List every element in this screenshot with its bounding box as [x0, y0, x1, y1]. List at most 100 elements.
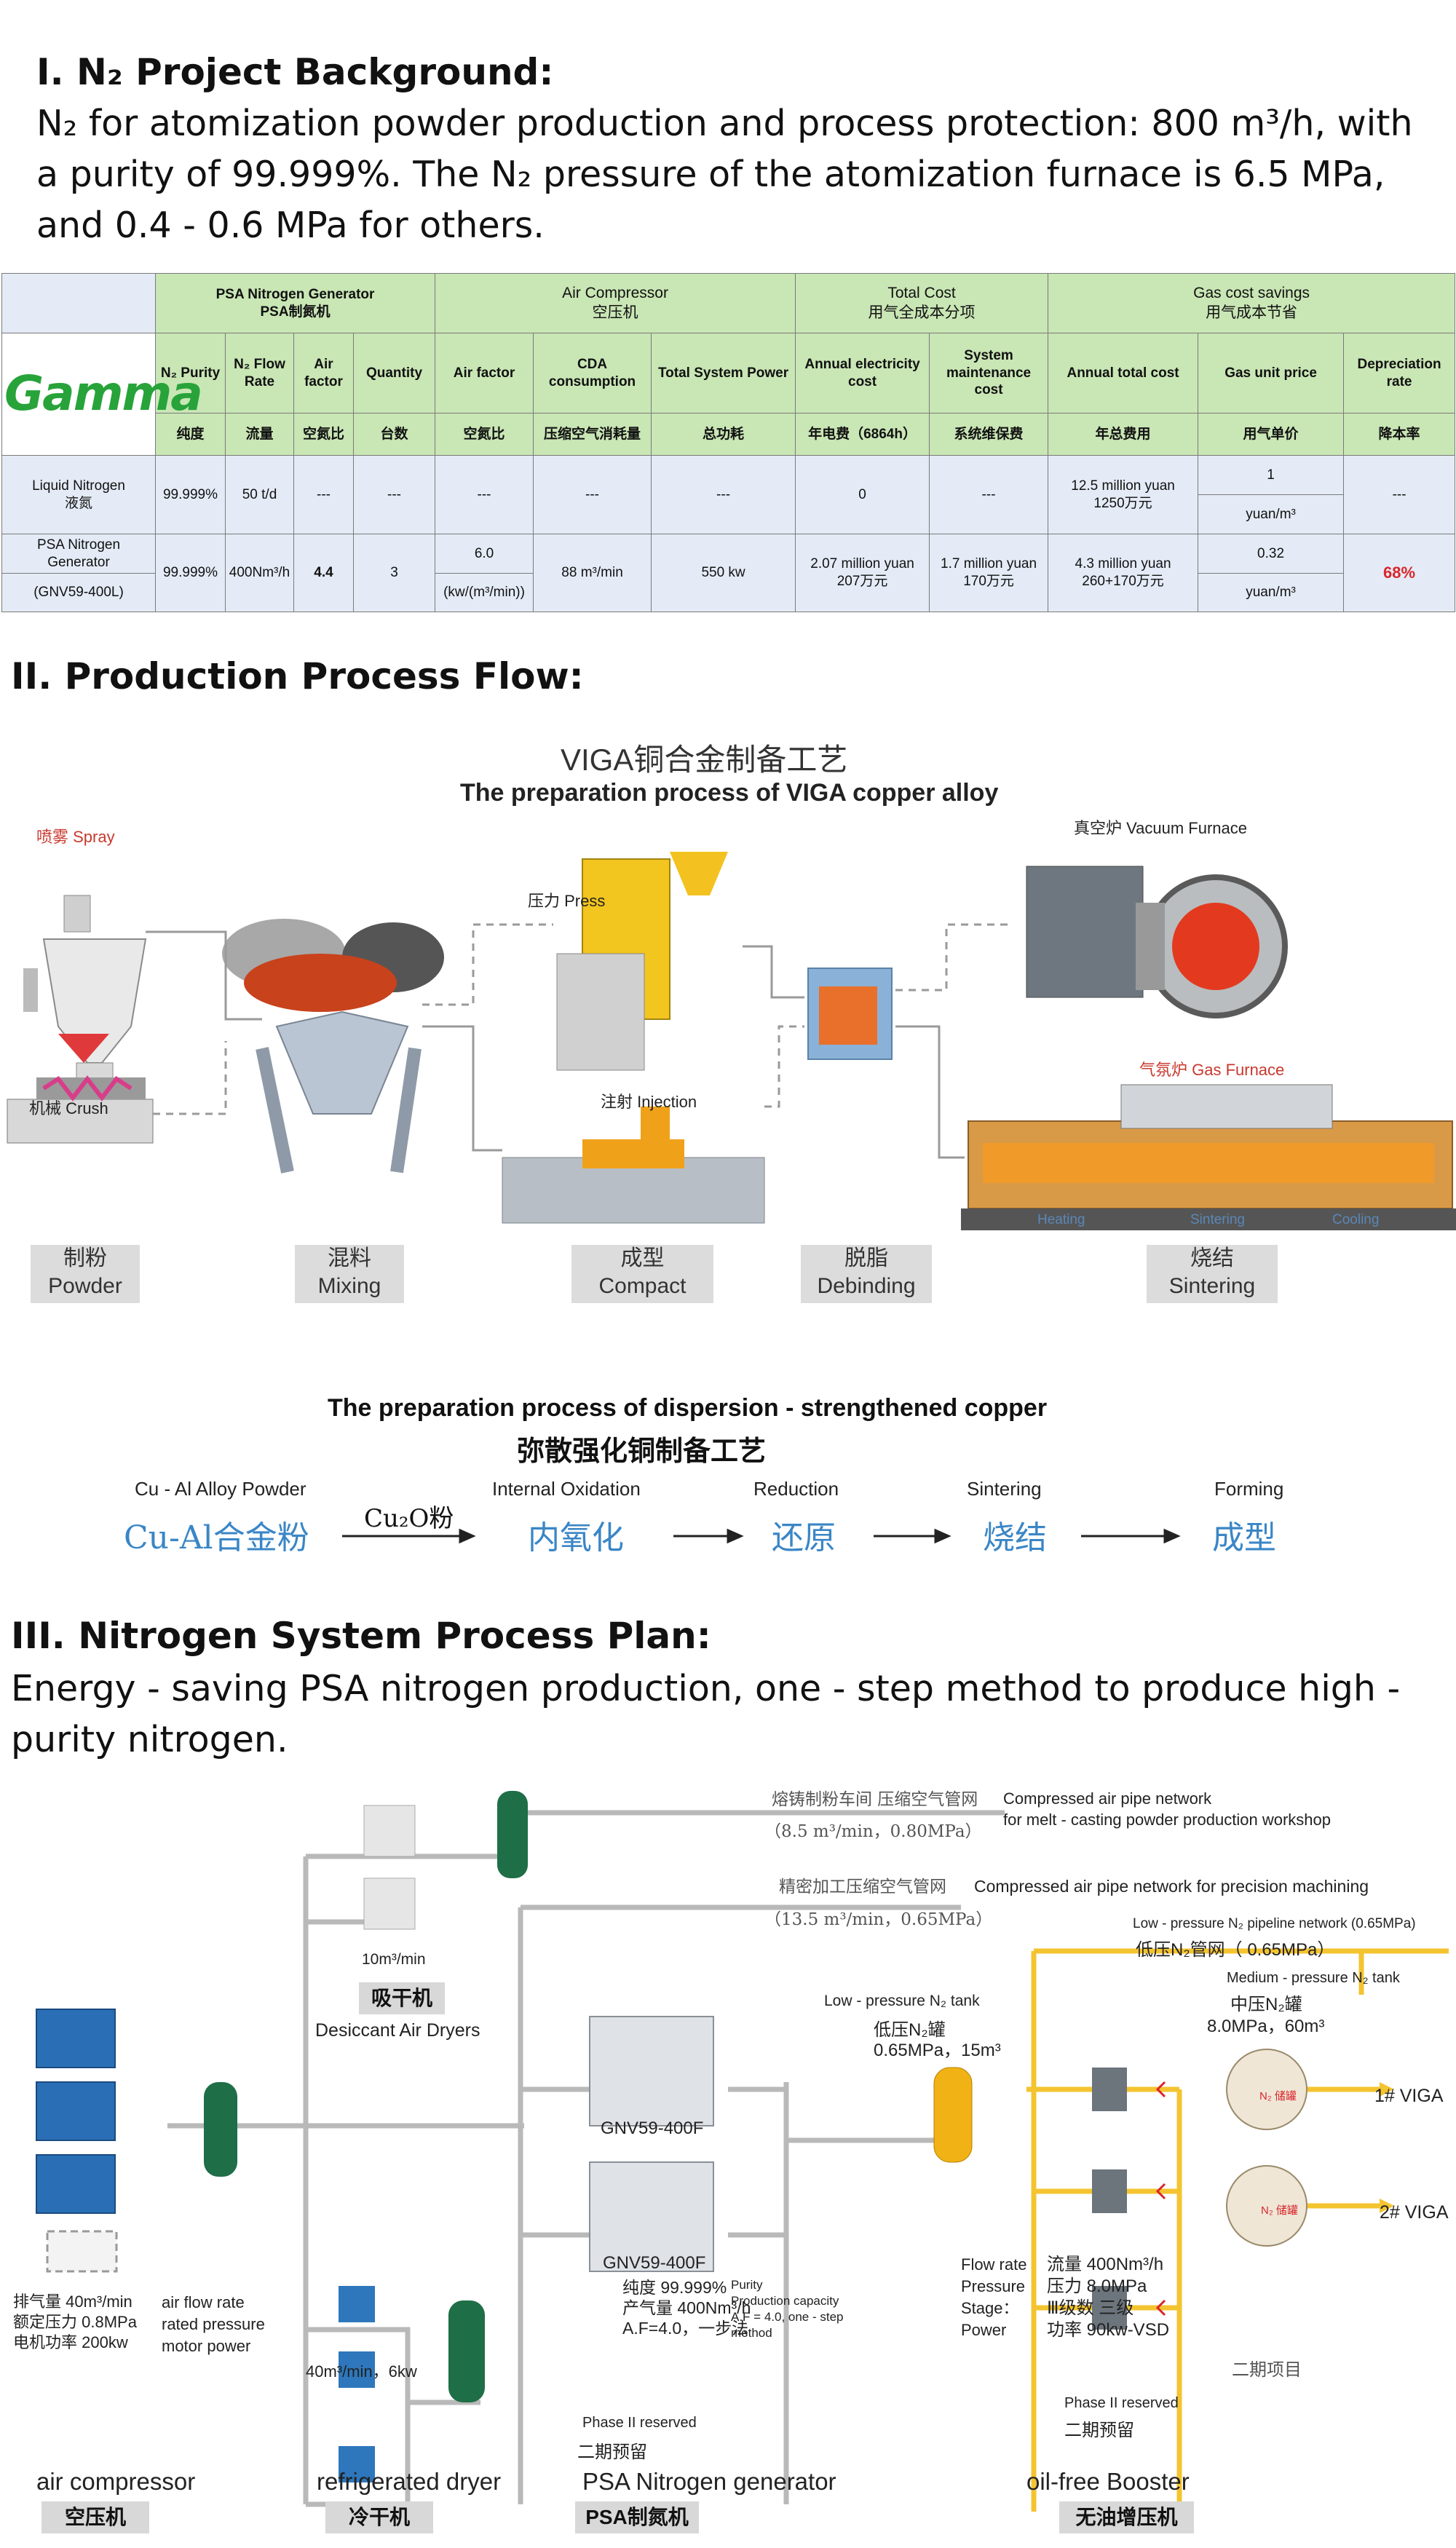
section1-title: I. N₂ Project Background: [36, 51, 554, 93]
flow-arrows [146, 923, 1012, 1159]
gamma-logo: Gamma [1, 333, 203, 456]
mp-tank-en: Medium - pressure N₂ tank [1227, 1970, 1400, 1986]
cell: --- [352, 455, 436, 534]
step-cn: Cu-Al合金粉 [124, 1519, 309, 1556]
injection-label: 注射 Injection [601, 1093, 697, 1111]
cell: 550 kw [651, 534, 796, 612]
tag-psa-cn: PSA制氮机 [575, 2501, 699, 2533]
header-cn: 台数 [352, 413, 436, 456]
cell: --- [1343, 455, 1456, 534]
row-psa-generator: PSA Nitrogen Generator [1, 534, 156, 574]
header-cn: 流量 [225, 413, 294, 456]
dryer-flow: 10m³/min [362, 1951, 426, 1968]
refrigerated-dryer-flow: 40m³/min，6kw [306, 2362, 417, 2381]
cell: --- [929, 455, 1049, 534]
low-pressure-n2-tank [933, 2067, 973, 2163]
cell: --- [435, 455, 534, 534]
generator-model-1: GNV59-400F [601, 2118, 704, 2138]
step-cn: 内氧化 [528, 1519, 624, 1556]
cell: 4.4 [293, 534, 354, 612]
crush-machine-image [7, 1034, 154, 1144]
vacuum-furnace-label: 真空炉 Vacuum Furnace [1074, 819, 1248, 837]
cell: 1 [1198, 455, 1345, 495]
refrigerated-dryer [339, 2351, 375, 2388]
cell: yuan/m³ [1198, 573, 1345, 612]
header-en: Annual total cost [1048, 333, 1199, 414]
psa-generator-unit [589, 2016, 714, 2126]
gas-furnace-label: 气氛炉 Gas Furnace [1139, 1061, 1285, 1079]
header-cn: 系统维保费 [929, 413, 1049, 456]
dryer-cn-tag: 吸干机 [359, 1982, 445, 2014]
pipe1-cn: 熔铸制粉车间 压缩空气管网 [772, 1790, 978, 1809]
sphere-tank-label: N₂ 储罐 [1259, 2090, 1297, 2102]
cell: 99.999% [155, 534, 226, 612]
mp-tank-spec: 8.0MPa，60m³ [1207, 2017, 1325, 2036]
header-en: Quantity [352, 333, 436, 414]
phase2b-en: Phase II reserved [1064, 2395, 1179, 2411]
psa-generator-unit [589, 2161, 714, 2272]
cell: 0 [795, 455, 930, 534]
step-en: Cu - Al Alloy Powder [135, 1478, 306, 1500]
medium-pressure-sphere-tank [1226, 2049, 1307, 2130]
arrow-label: Cu₂O粉 [364, 1504, 454, 1533]
vacuum-furnace-image [1026, 866, 1288, 1018]
header-cn: 降本率 [1343, 413, 1456, 456]
bottom-label-compressor: air compressor [36, 2468, 196, 2495]
cell: (GNV59-400L) [1, 573, 156, 612]
mp-tank-cn: 中压N₂罐 [1230, 1995, 1302, 2014]
viga2-label: 2# VIGA [1380, 2202, 1449, 2223]
dryer-en: Desiccant Air Dryers [315, 2020, 480, 2041]
viga-title-cn: VIGA铜合金制备工艺 [561, 743, 848, 777]
header-en: Annual electricity cost [795, 333, 930, 414]
crush-label: 机械 Crush [29, 1099, 108, 1117]
phase2b-cn: 二期预留 [1064, 2421, 1134, 2440]
header-en: Total System Power [651, 333, 796, 414]
step-en: Forming [1214, 1478, 1284, 1500]
pipe1-en1: Compressed air pipe network [1003, 1789, 1212, 1808]
header-en: Gas unit price [1198, 333, 1345, 414]
cell: 6.0 [435, 534, 534, 574]
header-cn: 年总费用 [1048, 413, 1199, 456]
desiccant-dryer [363, 1805, 416, 1857]
lp-network-en: Low - pressure N₂ pipeline network (0.65… [1133, 1916, 1416, 1931]
sintering-zone-label: Sintering [1190, 1212, 1245, 1227]
step-cn: 烧结 [983, 1519, 1047, 1556]
lp-tank-en: Low - pressure N₂ tank [824, 1993, 980, 2009]
press-label: 压力 Press [528, 892, 606, 910]
header-en: N₂ Purity [155, 333, 226, 414]
section2-title: II. Production Process Flow: [11, 655, 584, 697]
lp-tank-spec: 0.65MPa，15m³ [874, 2041, 1001, 2060]
booster-unit [1092, 2286, 1127, 2330]
header-cn: 空氮比 [435, 413, 534, 456]
generator-model-2: GNV59-400F [603, 2253, 706, 2273]
step-cn: 成型 [1212, 1519, 1276, 1556]
pipe2-spec: （13.5 m³/min，0.65MPa） [764, 1910, 993, 1929]
refrigerated-dryer [339, 2446, 375, 2482]
pipe2-en: Compressed air pipe network for precisio… [974, 1877, 1369, 1896]
lp-tank-cn: 低压N₂罐 [874, 2020, 946, 2040]
heating-label: Heating [1037, 1212, 1085, 1227]
dispersion-title-cn: 弥散强化铜制备工艺 [517, 1434, 767, 1467]
powder-piles-image [222, 919, 444, 1012]
gas-furnace-image [961, 1084, 1456, 1230]
cell: --- [533, 455, 652, 534]
cell: (kw/(m³/min)) [435, 573, 534, 612]
injection-machine-image [502, 1107, 765, 1224]
